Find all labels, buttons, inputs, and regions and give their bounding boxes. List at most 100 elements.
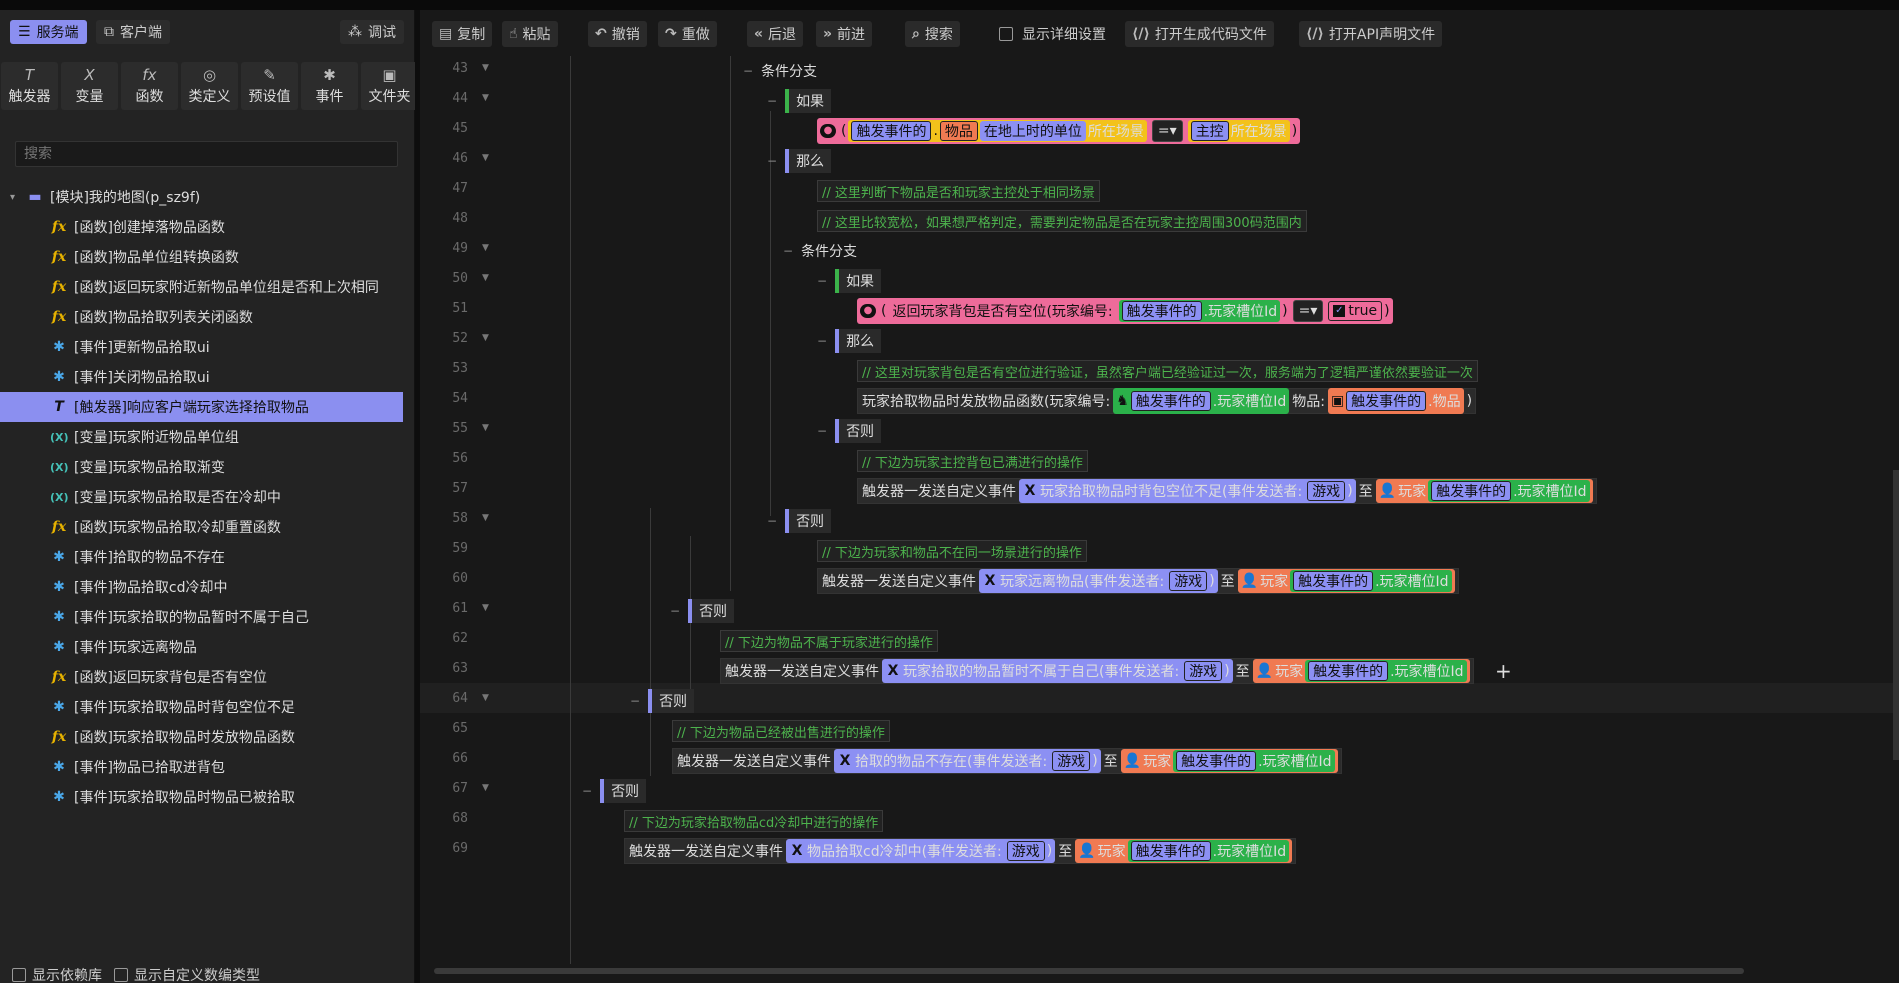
collapse-icon[interactable]: − — [817, 334, 828, 348]
category-button-4[interactable]: ✎预设值 — [241, 62, 298, 110]
fold-arrow-icon[interactable]: ▼ — [482, 273, 489, 283]
tree-item[interactable]: fx[函数]物品单位组转换函数 — [0, 242, 415, 272]
fold-arrow-icon[interactable]: ▼ — [482, 153, 489, 163]
tree-item[interactable]: ✱[事件]玩家拾取的物品暂时不属于自己 — [0, 602, 415, 632]
tree-item[interactable]: fx[函数]返回玩家附近新物品单位组是否和上次相同 — [0, 272, 415, 302]
line-46-then[interactable]: −那么 — [767, 148, 832, 174]
tree-item[interactable]: ✱[事件]玩家拾取物品时物品已被拾取 — [0, 782, 415, 812]
fold-arrow-icon[interactable]: ▼ — [482, 63, 489, 73]
line-51-condition[interactable]: ●(返回玩家背包是否有空位(玩家编号:触发事件的.玩家槽位Id)= ▾✓true… — [857, 298, 1393, 324]
collapse-icon[interactable]: − — [582, 784, 593, 798]
category-button-3[interactable]: ◎类定义 — [181, 62, 238, 110]
sidebar-search-input[interactable] — [15, 141, 398, 167]
tree-module-row[interactable]: ▾ ▬ [模块]我的地图(p_sz9f) — [0, 182, 415, 212]
tree-item[interactable]: fx[函数]创建掉落物品函数 — [0, 212, 415, 242]
horizontal-scrollbar[interactable] — [434, 968, 1744, 974]
line-65-comment[interactable]: // 下边为物品已经被出售进行的操作 — [672, 718, 890, 744]
collapse-icon[interactable]: − — [817, 424, 828, 438]
tree-item[interactable]: T[触发器]响应客户端玩家选择拾取物品 — [0, 392, 403, 422]
add-line-button[interactable]: + — [1495, 659, 1512, 683]
server-mode-button[interactable]: ☰服务端 — [10, 20, 87, 44]
tree-item[interactable]: fx[函数]物品拾取列表关闭函数 — [0, 302, 415, 332]
line-64-else[interactable]: −否则 — [630, 688, 695, 714]
copy-button[interactable]: ▤复制 — [432, 21, 493, 47]
tree-item[interactable]: ✱[事件]更新物品拾取ui — [0, 332, 415, 362]
fold-arrow-icon[interactable]: ▼ — [482, 423, 489, 433]
fold-arrow-icon[interactable]: ▼ — [482, 783, 489, 793]
tree-item[interactable]: ✱[事件]拾取的物品不存在 — [0, 542, 415, 572]
collapse-icon[interactable]: − — [630, 694, 641, 708]
show-custom-types-checkbox[interactable] — [114, 968, 128, 982]
tree-item[interactable]: fx[函数]返回玩家背包是否有空位 — [0, 662, 415, 692]
line-52-then[interactable]: −那么 — [817, 328, 882, 354]
line-67-else[interactable]: −否则 — [582, 778, 647, 804]
open-api-button[interactable]: ⟨/⟩打开API声明文件 — [1299, 21, 1443, 47]
tree-item[interactable]: ✱[事件]关闭物品拾取ui — [0, 362, 415, 392]
line-56-comment[interactable]: // 下边为玩家主控背包已满进行的操作 — [857, 448, 1088, 474]
line-45-condition[interactable]: ●(触发事件的.物品在地上时的单位所在场景= ▾主控所在场景) — [817, 118, 1301, 144]
panel-divider[interactable] — [415, 10, 420, 983]
tree-item[interactable]: (X)[变量]玩家物品拾取渐变 — [0, 452, 415, 482]
line-59-comment[interactable]: // 下边为玩家和物品不在同一场景进行的操作 — [817, 538, 1087, 564]
detail-checkbox[interactable] — [999, 27, 1013, 41]
line-55-else[interactable]: −否则 — [817, 418, 882, 444]
debug-button[interactable]: ⁂调试 — [340, 20, 404, 44]
line-61-else[interactable]: −否则 — [670, 598, 735, 624]
collapse-icon[interactable]: − — [743, 64, 754, 78]
line-47-comment[interactable]: // 这里判断下物品是否和玩家主控处于相同场景 — [817, 178, 1100, 204]
line-43-branch[interactable]: −条件分支 — [743, 58, 817, 84]
show-deps-checkbox[interactable] — [12, 968, 26, 982]
expand-arrow-icon[interactable]: ▾ — [10, 191, 16, 203]
category-button-5[interactable]: ✱事件 — [301, 62, 358, 110]
line-48-comment[interactable]: // 这里比较宽松，如果想严格判定，需要判定物品是否在玩家主控周围300码范围内 — [817, 208, 1307, 234]
collapse-icon[interactable]: − — [817, 274, 828, 288]
tree-item[interactable]: fx[函数]玩家物品拾取冷却重置函数 — [0, 512, 415, 542]
redo-button[interactable]: ↷重做 — [658, 21, 717, 47]
tree-item[interactable]: (X)[变量]玩家附近物品单位组 — [0, 422, 415, 452]
fold-arrow-icon[interactable]: ▼ — [482, 333, 489, 343]
checkbox-checked-icon[interactable]: ✓ — [1333, 305, 1346, 317]
client-mode-button[interactable]: ⧉客户端 — [96, 20, 170, 44]
back-button[interactable]: «后退 — [747, 21, 804, 47]
line-53-comment[interactable]: // 这里对玩家背包是否有空位进行验证，虽然客户端已经验证过一次，服务端为了逻辑… — [857, 358, 1478, 384]
line-44-if[interactable]: −如果 — [767, 88, 832, 114]
detail-toggle[interactable]: 显示详细设置 — [992, 21, 1113, 47]
fold-arrow-icon[interactable]: ▼ — [482, 603, 489, 613]
fold-arrow-icon[interactable]: ▼ — [482, 243, 489, 253]
line-63-add[interactable]: + — [1495, 658, 1512, 684]
category-button-6[interactable]: ▣文件夹 — [361, 62, 418, 110]
tree-item[interactable]: ✱[事件]物品已拾取进背包 — [0, 752, 415, 782]
paste-button[interactable]: ☝粘贴 — [502, 21, 558, 47]
line-58-else[interactable]: −否则 — [767, 508, 832, 534]
collapse-icon[interactable]: − — [783, 244, 794, 258]
vertical-scrollbar[interactable] — [1893, 470, 1899, 760]
line-49-branch[interactable]: −条件分支 — [783, 238, 857, 264]
tree-item[interactable]: ✱[事件]物品拾取cd冷却中 — [0, 572, 415, 602]
collapse-icon[interactable]: − — [767, 154, 778, 168]
open-gen-code-button[interactable]: ⟨/⟩打开生成代码文件 — [1125, 21, 1274, 47]
undo-button[interactable]: ↶撤销 — [588, 21, 647, 47]
collapse-icon[interactable]: − — [670, 604, 681, 618]
collapse-icon[interactable]: − — [767, 94, 778, 108]
line-68-comment[interactable]: // 下边为玩家拾取物品cd冷却中进行的操作 — [624, 808, 884, 834]
tree-item[interactable]: ✱[事件]玩家拾取物品时背包空位不足 — [0, 692, 415, 722]
tree-item[interactable]: (X)[变量]玩家物品拾取是否在冷却中 — [0, 482, 415, 512]
fold-arrow-icon[interactable]: ▼ — [482, 93, 489, 103]
fold-arrow-icon[interactable]: ▼ — [482, 693, 489, 703]
tree-item[interactable]: fx[函数]玩家拾取物品时发放物品函数 — [0, 722, 415, 752]
line-50-if[interactable]: −如果 — [817, 268, 882, 294]
collapse-icon[interactable]: − — [767, 514, 778, 528]
line-62-comment[interactable]: // 下边为物品不属于玩家进行的操作 — [720, 628, 938, 654]
search-button[interactable]: ⌕搜索 — [905, 21, 960, 47]
tree-item[interactable]: ✱[事件]玩家远离物品 — [0, 632, 415, 662]
fold-arrow-icon[interactable]: ▼ — [482, 513, 489, 523]
